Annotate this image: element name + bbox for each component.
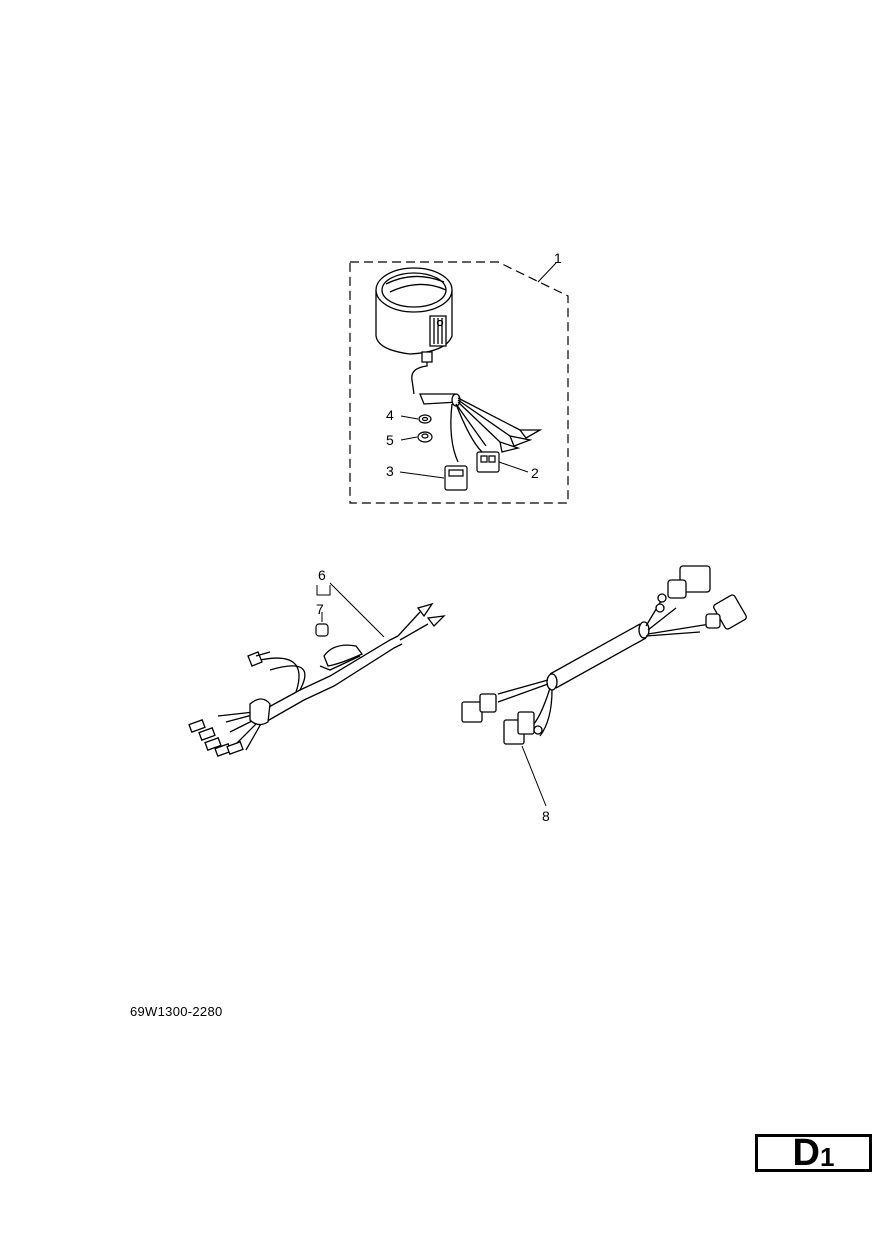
washer [419, 415, 431, 423]
nut [418, 432, 432, 442]
page-label: D 1 [755, 1134, 872, 1172]
page-label-number: 1 [819, 1142, 835, 1172]
assembly-boundary [350, 262, 568, 503]
callout-6: 6 [318, 567, 326, 583]
connector-3 [445, 466, 467, 490]
gauge-meter [376, 268, 540, 462]
callout-3: 3 [386, 463, 394, 479]
page-label-letter: D [792, 1132, 820, 1174]
callout-5: 5 [386, 432, 394, 448]
callout-7: 7 [316, 601, 324, 617]
callout-2: 2 [531, 465, 539, 481]
callout-8: 8 [542, 808, 550, 824]
callout-4: 4 [386, 407, 394, 423]
fuse-7 [316, 624, 328, 636]
connector-2 [477, 452, 499, 472]
callout-1: 1 [554, 250, 562, 266]
wire-harness-8 [462, 566, 747, 744]
diagram-code: 69W1300-2280 [130, 1004, 223, 1019]
wire-harness-6 [189, 604, 444, 756]
